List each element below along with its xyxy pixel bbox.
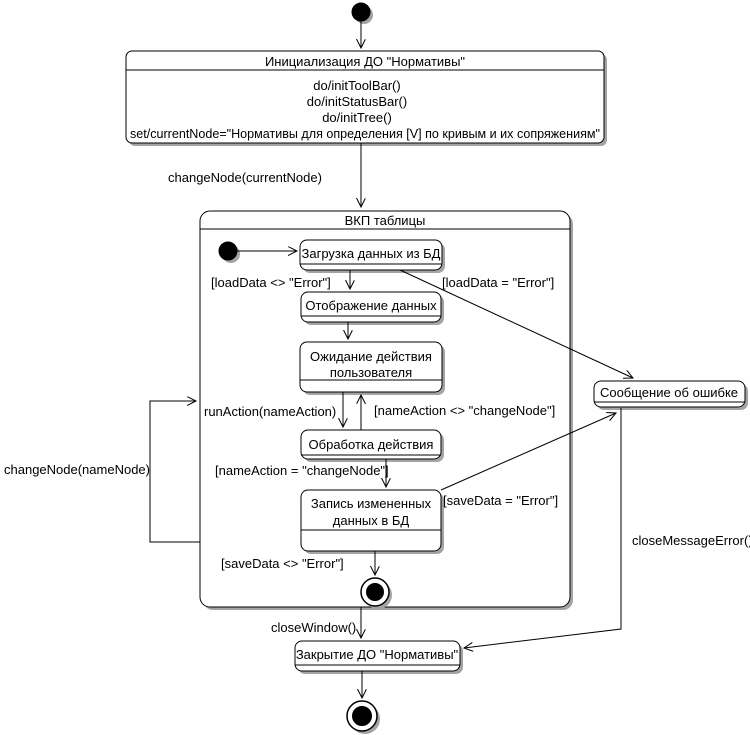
final-state-bottom bbox=[346, 700, 380, 734]
label-close-message-error: closeMessageError() bbox=[632, 533, 750, 548]
label-name-action-eq: [nameAction = "changeNode"] bbox=[215, 463, 389, 478]
final-state-inner-icon bbox=[366, 583, 384, 601]
state-process-title: Обработка действия bbox=[309, 437, 434, 452]
state-save-title-line2: данных в БД bbox=[333, 513, 410, 528]
transition-vkp-self-loop bbox=[149, 401, 200, 543]
state-wait-title-line2: пользователя bbox=[330, 365, 412, 380]
state-wait: Ожидание действия пользователя bbox=[299, 341, 445, 395]
state-display-box bbox=[300, 291, 442, 323]
label-close-window: closeWindow() bbox=[271, 620, 356, 635]
state-load-box bbox=[299, 239, 443, 271]
initial-state-top bbox=[351, 2, 373, 24]
state-error-title: Сообщение об ошибке bbox=[600, 385, 738, 400]
final-state-inner bbox=[360, 577, 392, 609]
state-load: Загрузка данных из БД bbox=[299, 239, 445, 273]
state-error-box bbox=[593, 380, 746, 408]
state-save-box bbox=[300, 489, 442, 552]
initial-state-inner-icon bbox=[218, 241, 238, 261]
transition-save-to-error bbox=[440, 413, 616, 491]
state-init-action-3: do/initTree() bbox=[322, 110, 392, 125]
initial-state-top-icon bbox=[351, 2, 371, 22]
state-vkp-title: ВКП таблицы bbox=[345, 213, 426, 228]
transition-load-to-error bbox=[399, 269, 633, 378]
state-load-title: Загрузка данных из БД bbox=[302, 246, 441, 261]
state-save: Запись измененных данных в БД bbox=[300, 489, 444, 554]
label-load-error: [loadData = "Error"] bbox=[442, 275, 554, 290]
state-close-title: Закрытие ДО "Нормативы" bbox=[296, 647, 459, 662]
state-close-box bbox=[294, 640, 461, 672]
transition-error-to-close bbox=[464, 408, 622, 648]
initial-state-inner bbox=[218, 241, 240, 263]
state-process: Обработка действия bbox=[300, 429, 444, 462]
state-init: Инициализация ДО "Нормативы" do/initTool… bbox=[125, 50, 607, 146]
state-init-action-1: do/initToolBar() bbox=[313, 78, 400, 93]
label-load-ok: [loadData <> "Error"] bbox=[211, 275, 331, 290]
state-close: Закрытие ДО "Нормативы" bbox=[294, 640, 463, 674]
state-init-box bbox=[125, 50, 605, 144]
label-save-error: [saveData = "Error"] bbox=[443, 493, 558, 508]
state-init-action-2: do/initStatusBar() bbox=[307, 94, 407, 109]
final-state-bottom-icon bbox=[352, 706, 372, 726]
state-vkp: ВКП таблицы bbox=[199, 210, 573, 610]
state-save-title-line1: Запись измененных bbox=[311, 496, 432, 511]
state-display-title: Отображение данных bbox=[305, 298, 437, 313]
state-init-title: Инициализация ДО "Нормативы" bbox=[265, 54, 465, 69]
label-name-action-neq: [nameAction <> "changeNode"] bbox=[374, 403, 555, 418]
state-wait-title-line1: Ожидание действия bbox=[310, 349, 432, 364]
label-change-node-name: changeNode(nameNode) bbox=[4, 462, 150, 477]
state-process-box bbox=[300, 429, 442, 460]
state-display: Отображение данных bbox=[300, 291, 444, 325]
state-error: Сообщение об ошибке bbox=[593, 380, 748, 410]
state-init-action-4: set/currentNode="Нормативы для определен… bbox=[130, 126, 600, 141]
label-run-action: runAction(nameAction) bbox=[204, 404, 336, 419]
label-save-ok: [saveData <> "Error"] bbox=[221, 556, 344, 571]
label-change-node-current: changeNode(currentNode) bbox=[168, 170, 322, 185]
